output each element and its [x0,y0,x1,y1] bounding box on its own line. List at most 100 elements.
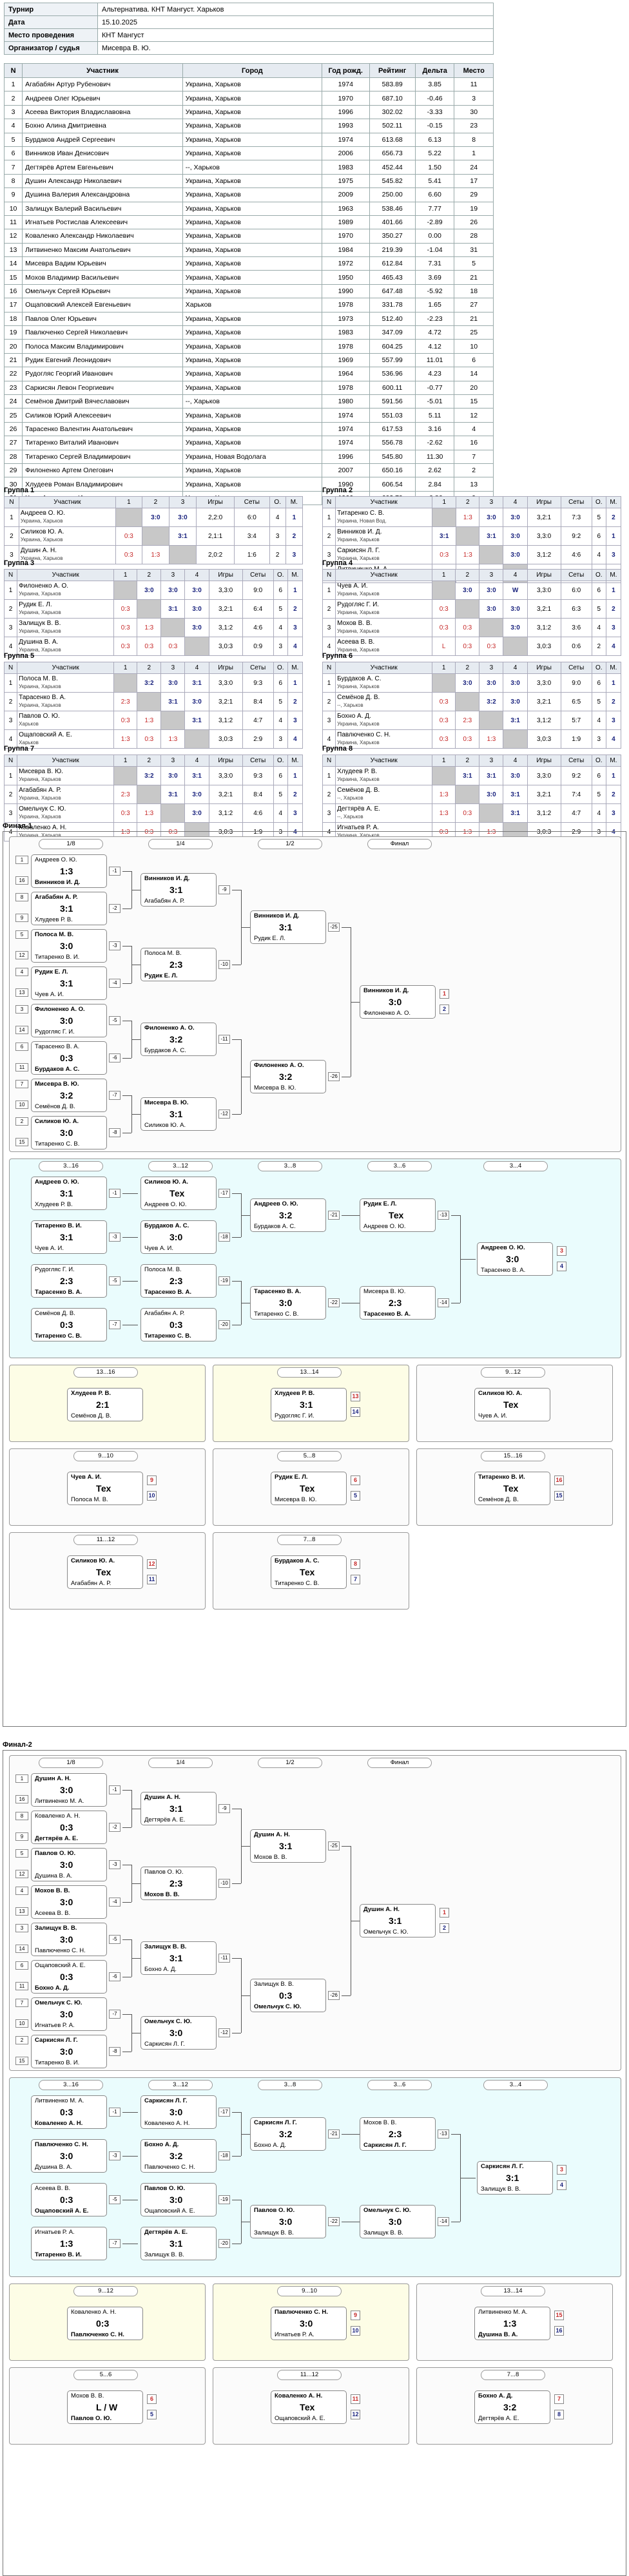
match-box[interactable]: Бурдаков А. С.Чуев А. И.3:0-18 [140,1220,230,1254]
match-box[interactable]: Душин А. Н.Дегтярёв А. Е.3:1-9 [140,1792,230,1825]
match-box[interactable]: Мохов В. В.Павлов О. Ю.L / W [67,2390,143,2424]
match-box[interactable]: Рудик Е. Л.Андреев О. Ю.Тех-13 [360,1198,449,1232]
group-result-cell: 3:1 [160,692,186,711]
match-box[interactable]: Андреев О. Ю.Тарасенко В. А.3:0 [477,1242,553,1276]
match-box[interactable]: Винников И. Д.Агабабян А. Р.3:1-9 [140,873,230,907]
table-cell: Украина, Новая Водолага [182,449,323,464]
match-box[interactable]: Силиков Ю. А.Титаренко С. В.3:0-8 [31,1116,121,1149]
participants-header-cell: N [3,63,23,78]
match-box[interactable]: Залищук В. В.Бохно А. Д.3:1-11 [140,1941,230,1975]
match-box[interactable]: Андреев О. Ю.Бурдаков А. С.3:2-21 [250,1198,340,1232]
match-box[interactable]: Силиков Ю. А.Чуев А. И.Тех [474,1388,550,1421]
match-player-1: Мохов В. В. [363,2119,397,2126]
match-box[interactable]: Мисевра В. Ю.Тарасенко В. А.2:3-14 [360,1286,449,1320]
match-box[interactable]: Хлудеев Р. В.Рудогляс Г. И.3:1 [271,1388,347,1421]
match-box[interactable]: Агабабян А. Р.Хлудеев Р. В.3:1-2 [31,892,121,925]
group-games: 2,1:1 [196,526,235,546]
match-box[interactable]: Силиков Ю. А.Андреев О. Ю.Тех-17 [140,1177,230,1210]
match-box[interactable]: Асеева В. В.Ощаповский А. Е.0:3-5 [31,2183,121,2216]
match-box[interactable]: Павлов О. Ю.Душина В. А.3:0-3 [31,1848,121,1881]
participant-name: Мисевра В. Ю. [19,768,63,775]
match-box[interactable]: Душин А. Н.Омельчук С. Ю.3:1 [360,1904,436,1937]
match-box[interactable]: Филоненко А. О.Бурдаков А. С.3:2-11 [140,1023,230,1056]
match-box[interactable]: Саркисян Л. Г.Титаренко В. И.3:0-8 [31,2035,121,2068]
match-box[interactable]: Филоненко А. О.Рудогляс Г. И.3:0-5 [31,1004,121,1037]
match-score: 0:3 [169,1320,183,1330]
match-box[interactable]: Павлов О. Ю.Ощаповский А. Е.3:0-19 [140,2183,230,2216]
match-player-2: Титаренко В. И. [35,2251,82,2258]
match-box[interactable]: Винников И. Д.Филоненко А. О.3:0 [360,985,436,1019]
bracket-line [241,927,250,928]
match-box[interactable]: Душин А. Н.Литвиненко М. А.3:0-1 [31,1773,121,1807]
match-box[interactable]: Омельчук С. Ю.Игнатьев Р. А.3:0-7 [31,1997,121,2031]
match-box[interactable]: Тарасенко В. А.Бурдаков А. С.0:3-6 [31,1041,121,1075]
match-box[interactable]: Коваленко А. Н.Павлюченко С. Н.0:3 [67,2307,143,2340]
match-box[interactable]: Мохов В. В.Саркисян Л. Г.2:3-13 [360,2117,449,2151]
match-player-2: Силиков Ю. А. [144,1122,186,1129]
match-box[interactable]: Ощаповский А. Е.Бохно А. Д.0:3-6 [31,1960,121,1994]
match-box[interactable]: Рудик Е. Л.Чуев А. И.3:1-4 [31,966,121,1000]
match-box[interactable]: Семёнов Д. В.Титаренко С. В.0:3-7 [31,1308,121,1341]
match-box[interactable]: Омельчук С. Ю.Залищук В. В.3:0-14 [360,2205,449,2238]
match-box[interactable]: Павлов О. Ю.Залищук В. В.3:0-22 [250,2205,340,2238]
match-box[interactable]: Коваленко А. Н.Ощаповский А. Е.Тех [271,2390,347,2424]
match-box[interactable]: Душин А. Н.Мохов В. В.3:1-25 [250,1829,340,1863]
match-box[interactable]: Рудик Е. Л.Мисевра В. Ю.Тех [271,1472,347,1505]
group-header-cell: 3 [479,496,504,508]
group-row-number: 4 [3,729,18,749]
match-box[interactable]: Андреев О. Ю.Винников И. Д.1:3-1 [31,854,121,888]
group-result-cell: 1:3 [479,729,504,749]
match-box[interactable]: Чуев А. И.Полоса М. В.Тех [67,1472,143,1505]
match-score: 2:3 [169,1276,183,1286]
match-box[interactable]: Полоса М. В.Тарасенко В. А.2:3-19 [140,1264,230,1298]
match-box[interactable]: Саркисян Л. Г.Коваленко А. Н.3:0-17 [140,2095,230,2129]
match-score: 3:0 [60,1128,73,1138]
match-box[interactable]: Хлудеев Р. В.Семёнов Д. В.2:1 [67,1388,143,1421]
group-points: 2 [269,545,286,564]
match-box[interactable]: Залищук В. В.Омельчук С. Ю.0:3-26 [250,1979,340,2012]
match-box[interactable]: Дегтярёв А. Е.Залищук В. В.3:1-20 [140,2227,230,2260]
match-box[interactable]: Филоненко А. О.Мисевра В. Ю.3:2-26 [250,1060,340,1093]
match-box[interactable]: Агабабян А. Р.Титаренко С. В.0:3-20 [140,1308,230,1341]
match-box[interactable]: Павлов О. Ю.Мохов В. В.2:3-10 [140,1867,230,1900]
match-box[interactable]: Литвиненко М. А.Душина В. А.1:3 [474,2307,550,2340]
match-box[interactable]: Рудогляс Г. И.Тарасенко В. А.2:3-5 [31,1264,121,1298]
group-place: 3 [605,803,622,823]
match-box[interactable]: Силиков Ю. А.Агабабян А. Р.Тех [67,1555,143,1589]
match-player-1: Тарасенко В. А. [35,1043,80,1050]
match-score: Тех [300,1567,315,1577]
table-cell: Украина, Харьков [182,201,323,216]
match-box[interactable]: Титаренко В. И.Семёнов Д. В.Тех [474,1472,550,1505]
match-box[interactable]: Коваленко А. Н.Дегтярёв А. Е.0:3-2 [31,1811,121,1844]
match-box[interactable]: Саркисян Л. Г.Бохно А. Д.3:2-21 [250,2117,340,2151]
match-box[interactable]: Омельчук С. Ю.Саркисян Л. Г.3:0-12 [140,2016,230,2050]
match-box[interactable]: Мисевра В. Ю.Силиков Ю. А.3:1-12 [140,1097,230,1131]
place-badge: 13 [351,1392,360,1401]
match-box[interactable]: Литвиненко М. А.Коваленко А. Н.0:3-1 [31,2095,121,2129]
match-box[interactable]: Полоса М. В.Рудик Е. Л.2:3-10 [140,948,230,981]
participant-name: Бурдаков А. С. [337,675,382,682]
match-box[interactable]: Игнатьев Р. А.Титаренко В. И.1:3-7 [31,2227,121,2260]
match-box[interactable]: Полоса М. В.Титаренко В. И.3:0-3 [31,929,121,963]
match-player-2: Дегтярёв А. Е. [478,2415,519,2422]
seed-badge: 2 [15,2036,28,2044]
match-player-1: Омельчук С. Ю. [363,2207,411,2214]
match-box[interactable]: Павлюченко С. Н.Душина В. А.3:0-3 [31,2139,121,2173]
match-box[interactable]: Саркисян Л. Г.Залищук В. В.3:1 [477,2161,553,2195]
match-box[interactable]: Бохно А. Д.Дегтярёв А. Е.3:2 [474,2390,550,2424]
match-box[interactable]: Тарасенко В. А.Титаренко С. В.3:0-22 [250,1286,340,1320]
match-player-2: Тарасенко В. А. [35,1289,82,1296]
match-box[interactable]: Андреев О. Ю.Хлудеев Р. В.3:1-1 [31,1177,121,1210]
match-player-2: Филоненко А. О. [363,1010,411,1017]
match-box[interactable]: Залищук В. В.Павлюченко С. Н.3:0-5 [31,1923,121,1956]
match-box[interactable]: Бурдаков А. С.Титаренко С. В.Тех [271,1555,347,1589]
match-box[interactable]: Павлюченко С. Н.Игнатьев Р. А.3:0 [271,2307,347,2340]
group-result-cell: 3:1 [479,526,504,546]
match-box[interactable]: Мисевра В. Ю.Семёнов Д. В.3:2-7 [31,1079,121,1112]
match-score: 3:2 [279,1210,293,1220]
match-box[interactable]: Винников И. Д.Рудик Е. Л.3:1-25 [250,910,340,944]
match-box[interactable]: Титаренко В. И.Чуев А. И.3:1-3 [31,1220,121,1254]
match-box[interactable]: Мохов В. В.Асеева В. В.3:0-4 [31,1885,121,1919]
match-box[interactable]: Бохно А. Д.Павлюченко С. Н.3:2-18 [140,2139,230,2173]
